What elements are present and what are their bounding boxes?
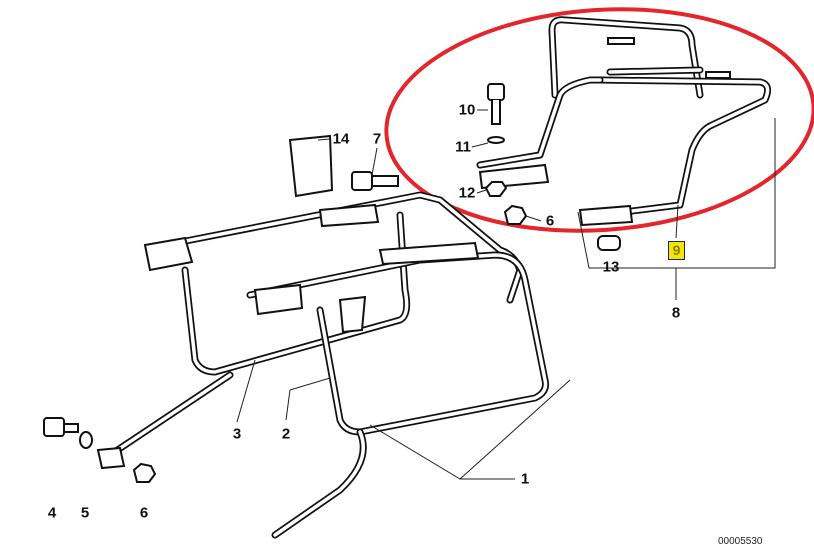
callout-7: 7 [372,130,382,148]
callout-2: 2 [281,425,291,443]
callout-14: 14 [332,130,350,148]
callout-5: 5 [80,504,90,522]
callout-3: 3 [232,425,242,443]
callout-11: 11 [455,138,471,156]
callout-1: 1 [520,470,530,488]
hardware [43,171,621,483]
callout-6-bottom: 6 [139,504,149,522]
callout-12: 12 [458,184,476,202]
highlight-ellipse [384,7,814,233]
main-frame [96,134,549,539]
callout-10: 10 [458,101,476,119]
luggage-rack-part-9 [476,16,772,227]
callout-8: 8 [671,304,681,322]
callout-4: 4 [47,504,57,522]
callout-13: 13 [602,258,620,276]
leader-lines [236,109,776,480]
callout-9-highlighted: 9 [668,241,685,260]
drawing-number: 00005530 [718,536,763,547]
bolt-10 [484,83,508,197]
callout-6-top: 6 [545,212,555,230]
